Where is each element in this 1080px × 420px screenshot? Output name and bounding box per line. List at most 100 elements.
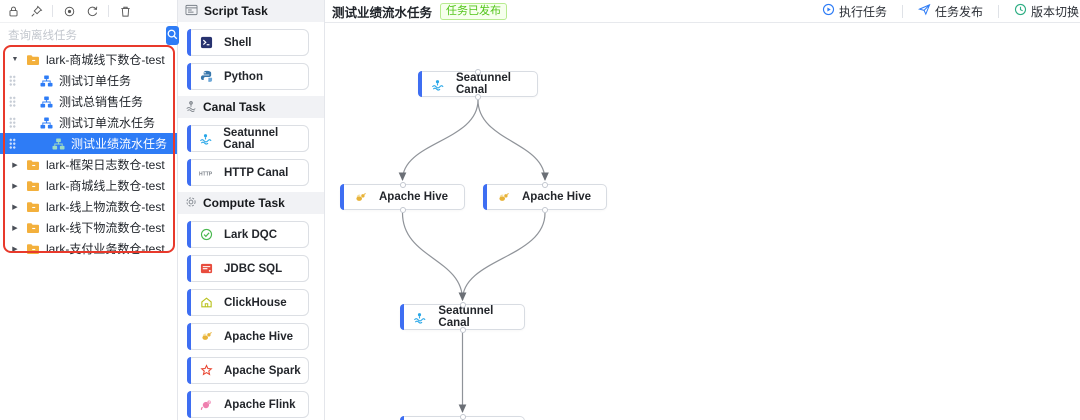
palette-task-label: ClickHouse bbox=[224, 296, 287, 309]
folder-icon bbox=[26, 243, 40, 255]
connector-port[interactable] bbox=[399, 206, 406, 213]
tree-folder-row[interactable]: ▶ lark-线上物流数仓-test bbox=[0, 196, 177, 217]
accent-bar bbox=[400, 304, 404, 330]
tree-row-label: lark-线下物流数仓-test bbox=[46, 221, 165, 235]
dag-node-seatunnel-canal[interactable]: Seatunnel Canal bbox=[418, 68, 538, 100]
palette-task-apache-hive[interactable]: Apache Hive bbox=[187, 323, 309, 350]
tree-row-label: lark-商城线上数仓-test bbox=[46, 179, 165, 193]
palette-task-seatunnel-canal[interactable]: Seatunnel Canal bbox=[187, 125, 309, 152]
hive-icon bbox=[353, 191, 367, 204]
tree-folder-row[interactable]: ▼lark-商城线下数仓-test bbox=[0, 49, 177, 70]
dag-node-apache-hive[interactable]: Apache Hive bbox=[340, 181, 465, 213]
accent-bar bbox=[340, 184, 344, 210]
dag-node-apache-hive[interactable]: Apache Hive bbox=[483, 181, 607, 213]
palette-task-shell[interactable]: Shell bbox=[187, 29, 309, 56]
publish-task-button[interactable]: 任务发布 bbox=[903, 3, 998, 20]
connector-port[interactable] bbox=[459, 301, 466, 308]
lock-icon[interactable] bbox=[6, 4, 20, 18]
compute-section-icon bbox=[185, 196, 197, 211]
history-icon bbox=[1014, 3, 1027, 19]
palette-section-title: Compute Task bbox=[203, 196, 285, 210]
palette-task-apache-flink[interactable]: Apache Flink bbox=[187, 391, 309, 418]
tree-folder-row[interactable]: ▶lark-框架日志数仓-test bbox=[0, 154, 177, 175]
accent-bar bbox=[187, 289, 191, 316]
folder-icon bbox=[26, 201, 40, 213]
palette-section-header: Compute Task bbox=[178, 192, 324, 214]
tree-folder-row[interactable]: ▶ lark-线下物流数仓-test bbox=[0, 217, 177, 238]
connector-port[interactable] bbox=[475, 68, 481, 75]
tree-task-row[interactable]: 测试订单任务 bbox=[0, 70, 177, 91]
execute-task-button[interactable]: 执行任务 bbox=[807, 3, 902, 20]
accent-bar bbox=[187, 357, 191, 384]
drag-handle-icon[interactable] bbox=[9, 138, 16, 149]
spark-icon bbox=[199, 364, 213, 377]
version-switch-button[interactable]: 版本切换 bbox=[999, 3, 1080, 20]
status-badge: 任务已发布 bbox=[440, 2, 508, 20]
palette-task-label: Lark DQC bbox=[224, 228, 278, 241]
dqc-icon bbox=[199, 228, 213, 241]
dag-node-seatunnel-canal[interactable]: Seatunnel Canal bbox=[400, 301, 525, 333]
palette-section-title: Canal Task bbox=[203, 100, 266, 114]
palette-task-label: Apache Flink bbox=[224, 398, 296, 411]
connector-port[interactable] bbox=[542, 181, 548, 188]
connector-port[interactable] bbox=[399, 181, 406, 188]
connector-port[interactable] bbox=[459, 326, 466, 333]
drag-handle-icon[interactable] bbox=[9, 75, 16, 86]
search-button[interactable] bbox=[166, 26, 179, 45]
accent-bar bbox=[187, 63, 191, 90]
connector-port[interactable] bbox=[475, 93, 481, 100]
tree-task-row[interactable]: 测试业绩流水任务 bbox=[0, 133, 177, 154]
tree-task-row[interactable]: 测试总销售任务 bbox=[0, 91, 177, 112]
dag-edges bbox=[398, 99, 549, 413]
trash-icon[interactable] bbox=[118, 4, 132, 18]
caret-down-icon[interactable]: ▼ bbox=[11, 56, 19, 63]
folder-icon bbox=[26, 222, 40, 234]
palette-task-clickhouse[interactable]: ClickHouse bbox=[187, 289, 309, 316]
accent-bar bbox=[187, 125, 191, 152]
search-input[interactable] bbox=[4, 26, 166, 45]
dag-edge bbox=[477, 99, 549, 181]
execute-task-label: 执行任务 bbox=[838, 4, 887, 19]
palette-task-label: Python bbox=[224, 70, 263, 83]
accent-bar bbox=[400, 416, 404, 420]
folder-icon bbox=[26, 54, 40, 66]
caret-right-icon[interactable]: ▶ bbox=[12, 245, 18, 253]
tree-row-label: 测试总销售任务 bbox=[59, 95, 144, 109]
caret-right-icon[interactable]: ▶ bbox=[12, 224, 18, 232]
dag-node-n5[interactable] bbox=[400, 413, 525, 420]
locate-icon[interactable] bbox=[62, 4, 76, 18]
caret-right-icon[interactable]: ▶ bbox=[12, 203, 18, 211]
palette-section-title: Script Task bbox=[204, 4, 268, 18]
version-switch-label: 版本切换 bbox=[1030, 4, 1079, 19]
dag-canvas-panel: 测试业绩流水任务 任务已发布 执行任务 任务发布 bbox=[325, 0, 1080, 420]
palette-task-python[interactable]: Python bbox=[187, 63, 309, 90]
connector-port[interactable] bbox=[459, 413, 466, 420]
caret-right-icon[interactable]: ▶ bbox=[12, 161, 18, 169]
connector-port[interactable] bbox=[542, 206, 548, 213]
caret-right-icon[interactable]: ▶ bbox=[12, 182, 18, 190]
tree-folder-row[interactable]: ▶ lark-商城线上数仓-test bbox=[0, 175, 177, 196]
accent-bar bbox=[187, 159, 191, 186]
refresh-icon[interactable] bbox=[85, 4, 99, 18]
folder-icon bbox=[26, 180, 40, 192]
tree-row-label: lark-支付业务数仓-test bbox=[46, 242, 165, 256]
search-icon bbox=[166, 28, 179, 44]
palette-task-label: Seatunnel Canal bbox=[223, 126, 279, 151]
sitemap-icon bbox=[40, 95, 53, 108]
tree-folder-row[interactable]: ▶ lark-支付业务数仓-test bbox=[0, 238, 177, 259]
palette-task-lark-dqc[interactable]: Lark DQC bbox=[187, 221, 309, 248]
palette-task-jdbc-sql[interactable]: JDBC SQL bbox=[187, 255, 309, 282]
drag-handle-icon[interactable] bbox=[9, 96, 16, 107]
script-section-icon bbox=[185, 4, 198, 19]
tree-task-row[interactable]: 测试订单流水任务 bbox=[0, 112, 177, 133]
tree-row-label: lark-线上物流数仓-test bbox=[46, 200, 165, 214]
accent-bar bbox=[483, 184, 487, 210]
pin-icon[interactable] bbox=[29, 4, 43, 18]
palette-task-apache-spark[interactable]: Apache Spark bbox=[187, 357, 309, 384]
dag-node-label: Seatunnel Canal bbox=[456, 72, 511, 96]
folder-icon bbox=[26, 159, 40, 171]
drag-handle-icon[interactable] bbox=[9, 117, 16, 128]
